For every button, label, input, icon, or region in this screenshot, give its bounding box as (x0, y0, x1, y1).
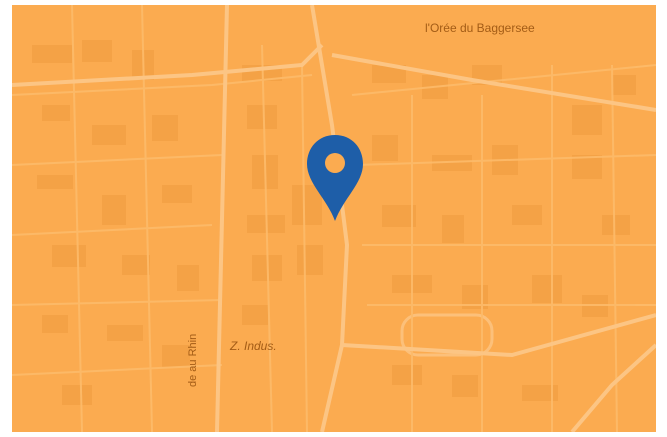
place-label-zone-industrielle: Z. Indus. (230, 339, 277, 353)
street-label-rhin: de au Rhin (187, 333, 199, 387)
map[interactable]: l'Orée du Baggersee Z. Indus. de au Rhin (12, 5, 656, 432)
minor-roads (12, 5, 656, 432)
sports-track (400, 313, 494, 357)
place-label-oree: l'Orée du Baggersee (425, 21, 535, 35)
map-tiles (12, 5, 656, 432)
map-pin-icon[interactable] (305, 133, 365, 223)
major-roads (12, 5, 656, 432)
